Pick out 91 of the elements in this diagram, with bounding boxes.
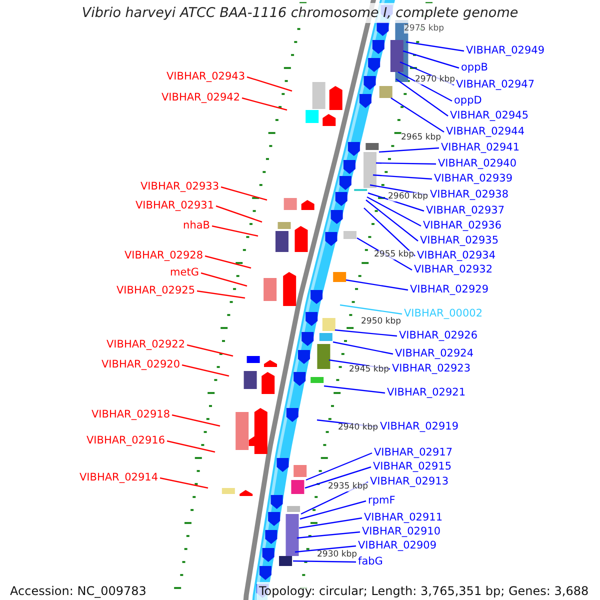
leader-line xyxy=(406,41,464,52)
leader-line xyxy=(324,385,386,394)
gene-label: VIBHAR_02916 xyxy=(86,434,165,448)
gene-label: VIBHAR_02913 xyxy=(370,476,449,488)
leader-line xyxy=(186,344,234,357)
gene-label: nhaB xyxy=(183,220,210,232)
leader-line xyxy=(212,225,258,237)
scale-tick-label: 2930 kbp xyxy=(317,550,358,560)
gene-label: VIBHAR_02928 xyxy=(124,250,203,262)
gene-label: VIBHAR_02915 xyxy=(373,460,452,474)
scale-tick-label: 2955 kbp xyxy=(374,250,414,260)
scale-tick-label: 2935 kbp xyxy=(328,482,368,492)
gene-label: oppB xyxy=(461,62,488,74)
scale-tick-label: 2945 kbp xyxy=(349,366,390,374)
leader-line xyxy=(160,477,208,489)
gene-label: VIBHAR_02925 xyxy=(116,284,195,298)
gene-label: VIBHAR_02934 xyxy=(417,250,496,262)
leader-line xyxy=(242,97,288,111)
gene-label: VIBHAR_02917 xyxy=(374,446,453,460)
gene-label: VIBHAR_02920 xyxy=(101,358,180,372)
gene-label: VIBHAR_02922 xyxy=(106,338,185,352)
leader-line xyxy=(402,50,460,69)
gene-label: VIBHAR_00002 xyxy=(404,308,483,320)
gene-label: oppD xyxy=(454,94,482,108)
gene-label: VIBHAR_02933 xyxy=(140,180,219,194)
leader-line xyxy=(294,545,356,553)
leader-line xyxy=(220,186,268,201)
leader-line xyxy=(396,78,448,116)
gene-label: VIBHAR_02911 xyxy=(364,512,443,524)
gene-label: VIBHAR_02938 xyxy=(430,188,509,202)
gene-label: VIBHAR_02941 xyxy=(441,142,520,154)
gene-label: VIBHAR_02909 xyxy=(358,540,437,552)
leader-line xyxy=(300,500,366,520)
gene-label: VIBHAR_02929 xyxy=(410,284,489,296)
gene-label: VIBHAR_02931 xyxy=(135,200,214,212)
scale-tick-label: 2950 kbp xyxy=(361,318,402,326)
gene-label: VIBHAR_02943 xyxy=(166,70,245,84)
gene-label: VIBHAR_02939 xyxy=(434,172,513,186)
leader-line xyxy=(378,147,440,153)
gene-label: VIBHAR_02936 xyxy=(423,220,502,232)
leader-line xyxy=(298,517,362,529)
leader-line xyxy=(304,466,372,489)
scale-tick-label: 2975 kbp xyxy=(404,24,444,34)
gene-label: VIBHAR_02910 xyxy=(362,526,441,538)
leader-line xyxy=(346,279,408,291)
gene-label: VIBHAR_02926 xyxy=(399,330,478,342)
scale-tick-label: 2965 kbp xyxy=(401,134,442,142)
gene-label: VIBHAR_02921 xyxy=(387,386,466,400)
leader-line xyxy=(398,71,452,102)
gene-label: metG xyxy=(170,266,199,280)
leader-line xyxy=(172,414,220,427)
gene-label: VIBHAR_02918 xyxy=(91,408,170,422)
leader-line xyxy=(246,76,292,92)
scale-tick-label: 2940 kbp xyxy=(338,424,378,432)
leader-line xyxy=(366,200,418,242)
leader-line xyxy=(166,440,216,453)
gene-label: fabG xyxy=(358,556,383,568)
leader-line xyxy=(376,162,436,165)
leader-line xyxy=(372,174,432,180)
gene-label: VIBHAR_02914 xyxy=(79,472,158,484)
gene-label: VIBHAR_02924 xyxy=(395,348,474,360)
leader-line xyxy=(340,304,402,315)
gene-label: VIBHAR_02923 xyxy=(392,362,471,376)
leader-line xyxy=(368,192,424,212)
gene-label: VIBHAR_02942 xyxy=(161,92,240,104)
gene-label: VIBHAR_02940 xyxy=(438,158,517,170)
leader-line xyxy=(182,364,230,377)
leader-line xyxy=(292,560,356,563)
scale-tick-label: 2970 kbp xyxy=(415,76,456,84)
gene-label: VIBHAR_02937 xyxy=(426,204,505,218)
gene-label: VIBHAR_02932 xyxy=(414,264,493,276)
gene-label: VIBHAR_02949 xyxy=(466,44,545,58)
leader-line xyxy=(364,208,416,256)
leader-line xyxy=(332,341,394,355)
leader-line xyxy=(296,531,360,539)
gene-label: VIBHAR_02935 xyxy=(420,234,499,248)
scale-tick-label: 2960 kbp xyxy=(388,192,428,202)
gene-label: VIBHAR_02919 xyxy=(380,420,459,434)
leader-line xyxy=(306,452,372,481)
leader-line xyxy=(366,196,422,227)
genome-info-label: Topology: circular; Length: 3,765,351 bp; Genes: 3,688 xyxy=(257,582,591,600)
gene-label: rpmF xyxy=(368,494,396,508)
leader-line xyxy=(204,255,252,269)
leader-line xyxy=(390,98,444,132)
gene-label: VIBHAR_02945 xyxy=(450,110,529,122)
leader-line xyxy=(216,205,262,223)
leader-line xyxy=(196,290,246,299)
gene-label: VIBHAR_02944 xyxy=(446,126,525,138)
leader-line xyxy=(334,329,398,337)
gene-label: VIBHAR_02947 xyxy=(456,78,535,92)
leader-line xyxy=(200,272,248,287)
